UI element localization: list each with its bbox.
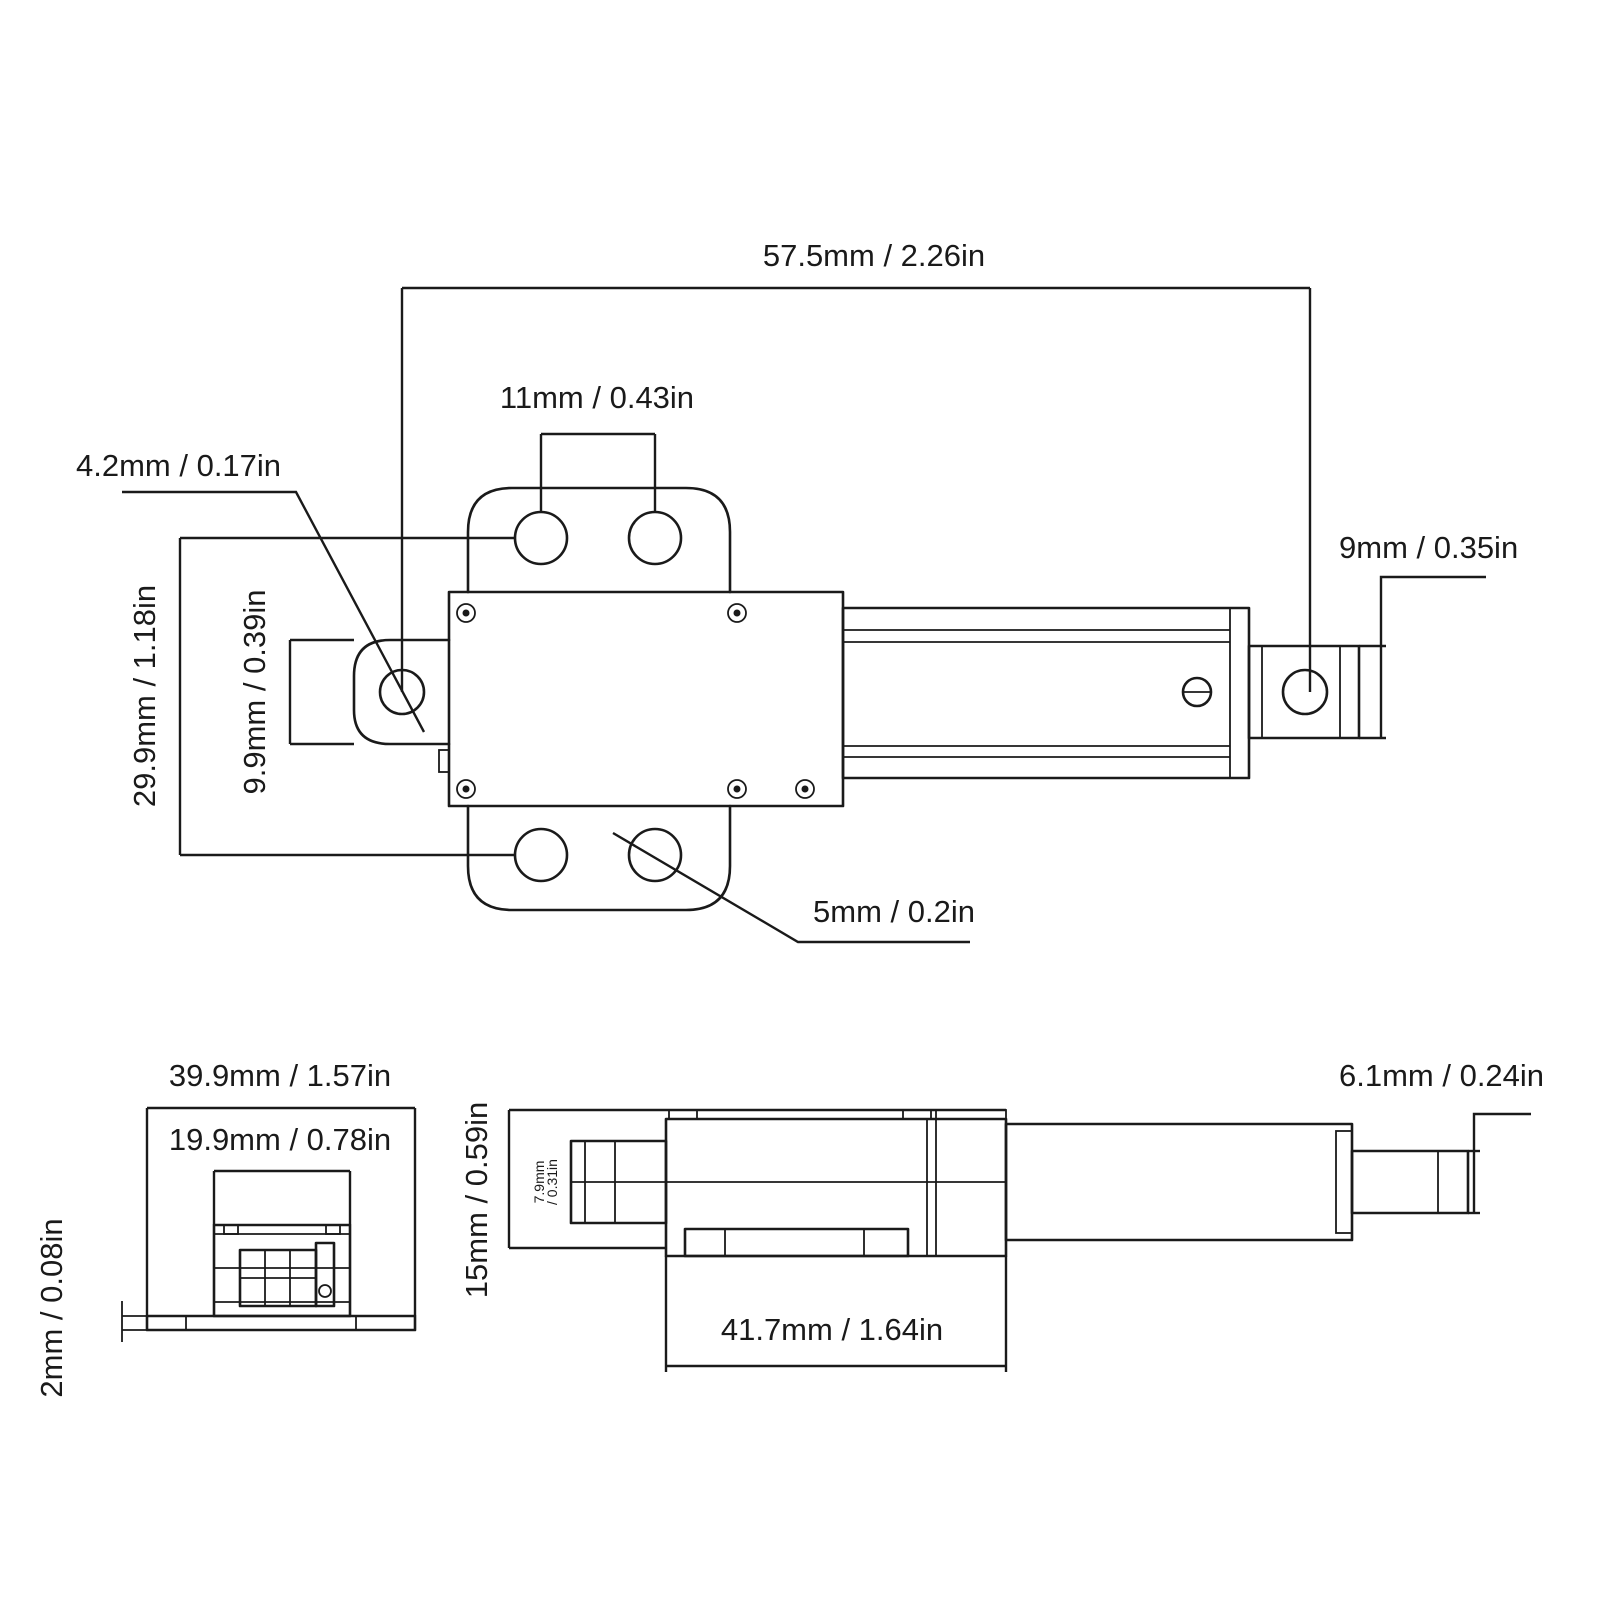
side-base-plate bbox=[683, 1227, 910, 1258]
end-clip bbox=[314, 1241, 336, 1308]
side-tube bbox=[1004, 1122, 1354, 1242]
dim-hole-spacing bbox=[539, 432, 657, 512]
top-view: 57.5mm / 2.26in 11mm / 0.43in 4.2mm / 0.… bbox=[76, 238, 1518, 944]
mounting-plate bbox=[466, 486, 732, 912]
dim-flange-width bbox=[145, 1106, 417, 1316]
actuator-tube bbox=[841, 606, 1251, 780]
leader-mount-hole bbox=[612, 831, 970, 944]
side-rod bbox=[1350, 1149, 1470, 1215]
side-view: 15mm / 0.59in 7.9mm / 0.31in 41.7mm / 1.… bbox=[459, 1058, 1544, 1372]
overall-length-label: 57.5mm / 2.26in bbox=[763, 238, 985, 273]
hole-spacing-label: 11mm / 0.43in bbox=[500, 380, 694, 415]
rear-hole-diameter-label: 4.2mm / 0.17in bbox=[76, 448, 281, 483]
dim-rod-diameter bbox=[1468, 1112, 1531, 1215]
mount-hole-diameter-label: 5mm / 0.2in bbox=[813, 894, 975, 929]
flange-thickness-label: 2mm / 0.08in bbox=[34, 1218, 69, 1397]
mount-hole-top-left bbox=[513, 510, 569, 566]
body-width-label: 19.9mm / 0.78in bbox=[169, 1122, 391, 1157]
dim-body-length bbox=[664, 1256, 1008, 1372]
end-flange bbox=[145, 1314, 417, 1332]
mount-hole-bottom-right bbox=[627, 827, 683, 883]
dim-body-width bbox=[212, 1169, 352, 1225]
end-view: 39.9mm / 1.57in 19.9mm / 0.78in 2mm / 0.… bbox=[34, 1058, 417, 1398]
dim-rod-end-width bbox=[1359, 575, 1486, 740]
body-length-label: 41.7mm / 1.64in bbox=[721, 1312, 943, 1347]
mount-hole-bottom-left bbox=[513, 827, 569, 883]
body-screws bbox=[456, 603, 815, 799]
side-height-label: 15mm / 0.59in bbox=[459, 1102, 494, 1298]
dim-side-height bbox=[507, 1108, 1006, 1250]
mount-hole-top-right bbox=[627, 510, 683, 566]
overall-width-label: 29.9mm / 1.18in bbox=[127, 585, 162, 807]
rear-tab-nub bbox=[438, 749, 450, 773]
dim-overall-length bbox=[400, 286, 1312, 692]
rear-clevis-height-in-label: / 0.31in bbox=[544, 1159, 560, 1205]
flange-width-label: 39.9mm / 1.57in bbox=[169, 1058, 391, 1093]
dim-rear-tab-width bbox=[288, 638, 354, 746]
dim-overall-width bbox=[178, 536, 515, 857]
end-body bbox=[212, 1223, 352, 1318]
rod-end-width-label: 9mm / 0.35in bbox=[1339, 530, 1518, 565]
gearbox-cover bbox=[448, 591, 844, 807]
leader-rear-hole bbox=[122, 490, 426, 733]
rod-end bbox=[1247, 644, 1361, 740]
rear-clevis-height-mm-label: 7.9mm bbox=[531, 1161, 547, 1204]
gearbox-body bbox=[447, 590, 845, 808]
rear-tab-width-label: 9.9mm / 0.39in bbox=[237, 589, 272, 794]
rod-end-hole bbox=[1281, 668, 1329, 716]
side-gearbox bbox=[664, 1117, 1008, 1258]
rod-diameter-label: 6.1mm / 0.24in bbox=[1339, 1058, 1544, 1093]
